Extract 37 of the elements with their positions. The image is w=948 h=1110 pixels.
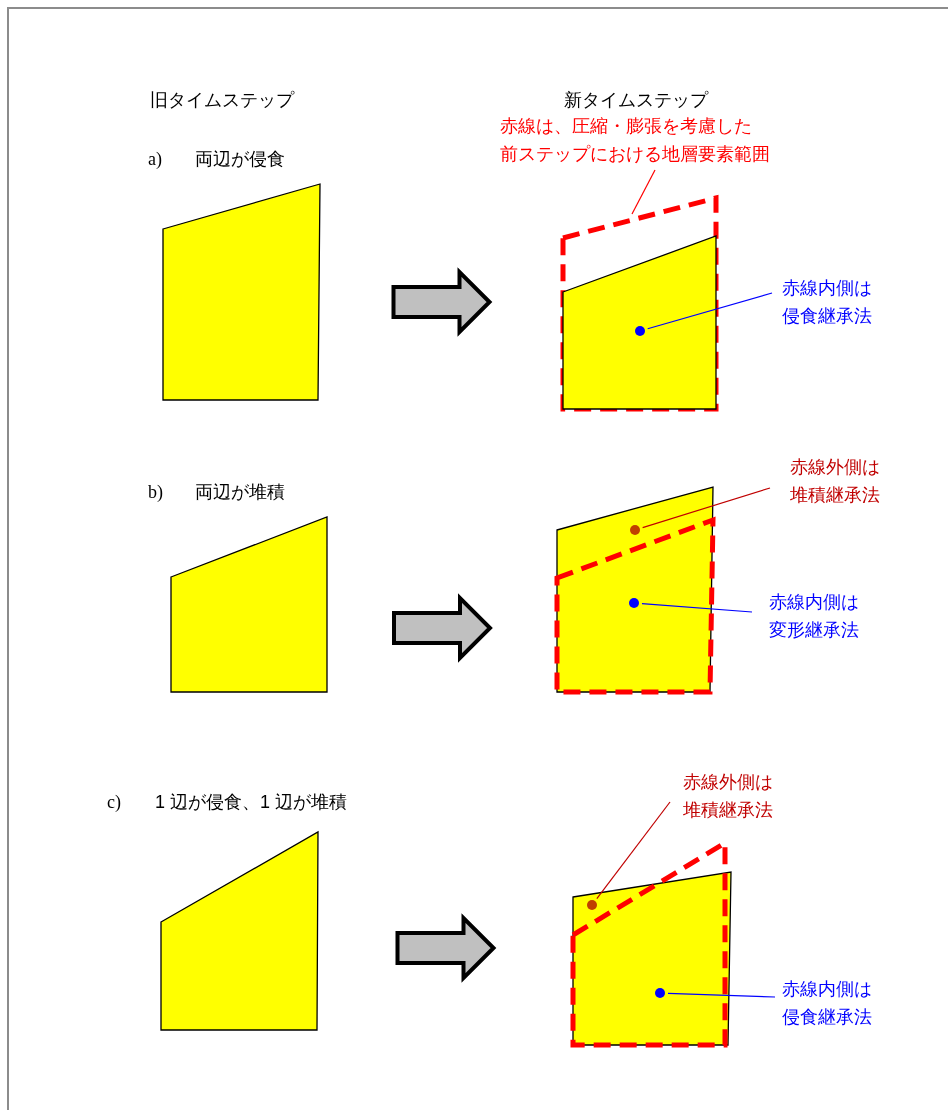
dashed-outline: [554, 517, 716, 695]
leader-line: [641, 603, 753, 613]
layer-element-shape: [570, 869, 734, 1048]
callout-text: 赤線内側は変形継承法: [769, 588, 859, 644]
leader-line: [596, 801, 671, 900]
case-heading: 両辺が侵食: [195, 149, 285, 171]
leader-line: [642, 487, 771, 529]
callout-text: 赤線は、圧縮・膨張を考慮した前ステップにおける地層要素範囲: [500, 112, 770, 168]
callout-text: 赤線外側は堆積継承法: [790, 453, 880, 509]
case-heading: 両辺が堆積: [195, 482, 285, 504]
leader-line: [647, 292, 773, 330]
layer-element-shape: [560, 233, 719, 412]
point-marker: [587, 900, 597, 910]
point-marker: [655, 988, 665, 998]
block-arrow: [395, 913, 497, 983]
point-marker: [635, 326, 645, 336]
leader-line: [631, 169, 656, 215]
dashed-outline: [560, 195, 719, 412]
case-letter: b): [148, 482, 163, 504]
callout-text: 赤線内側は侵食継承法: [782, 975, 872, 1031]
block-arrow: [392, 593, 493, 663]
case-heading: 1 辺が侵食、1 辺が堆積: [155, 792, 348, 814]
block-arrow: [391, 267, 493, 337]
callout-text: 赤線内側は侵食継承法: [782, 274, 872, 330]
layer-element-shape: [158, 829, 321, 1033]
column-heading: 旧タイムステップ: [150, 90, 294, 112]
layer-element-shape: [168, 514, 330, 695]
layer-element-shape: [554, 484, 716, 695]
leader-line: [667, 992, 776, 998]
point-marker: [629, 598, 639, 608]
case-letter: a): [148, 149, 162, 171]
callout-text: 赤線外側は堆積継承法: [683, 768, 773, 824]
point-marker: [630, 525, 640, 535]
column-heading: 新タイムステップ: [564, 90, 708, 112]
layer-element-shape: [160, 181, 323, 403]
dashed-outline: [570, 840, 728, 1048]
case-letter: c): [107, 792, 121, 814]
